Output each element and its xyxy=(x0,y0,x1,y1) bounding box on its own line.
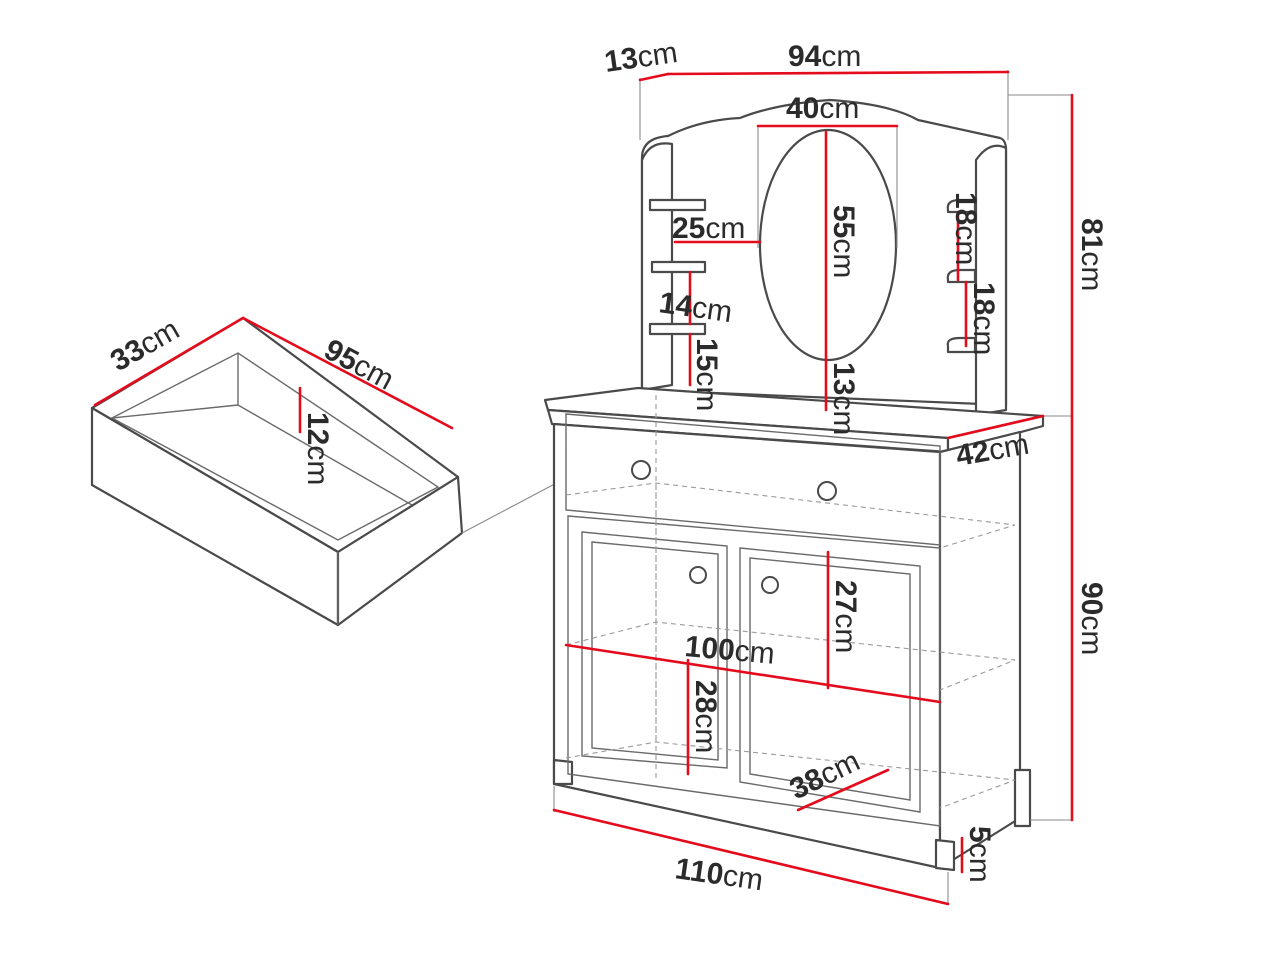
label-inner-width: 100cm xyxy=(683,630,776,671)
label-mirror-bottom-gap: 13cm xyxy=(827,362,860,435)
dim-line-cabinet-width xyxy=(552,808,950,906)
label-top-depth: 13cm xyxy=(602,36,679,79)
label-lower-shelf-height: 28cm xyxy=(689,680,722,753)
dim-line-top-width xyxy=(666,70,1010,76)
label-drawer-height: 12cm xyxy=(301,412,334,485)
label-top-width: 94cm xyxy=(788,40,861,73)
label-shelf-width: 25cm xyxy=(672,212,745,245)
label-inner-shelf-height: 27cm xyxy=(829,580,862,653)
dim-line-cabinet-depth xyxy=(946,414,1045,440)
label-mirror-height: 55cm xyxy=(827,205,860,278)
dim-line-inner-width xyxy=(564,643,942,704)
label-shelf-gap-upper: 14cm xyxy=(657,286,734,329)
dim-line-drawer-depth xyxy=(93,316,245,407)
label-right-shelf-gap-upper: 18cm xyxy=(949,192,982,265)
label-cabinet-height: 90cm xyxy=(1075,582,1108,655)
label-right-shelf-gap-lower: 18cm xyxy=(967,282,1000,355)
drawer-drawing xyxy=(90,316,567,627)
dim-line-inner-depth xyxy=(796,768,890,812)
label-top-height: 81cm xyxy=(1075,218,1108,291)
label-leg-height: 5cm xyxy=(963,826,996,883)
mirror xyxy=(758,128,898,362)
dim-line-drawer-width xyxy=(241,316,454,430)
label-cabinet-width: 110cm xyxy=(673,852,765,897)
label-cabinet-depth: 42cm xyxy=(953,428,1031,473)
dim-line-top-depth xyxy=(638,72,670,82)
label-mirror-width: 40cm xyxy=(786,92,859,125)
label-shelf-gap-lower: 15cm xyxy=(690,338,723,411)
cabinet-drawing xyxy=(543,98,1045,872)
